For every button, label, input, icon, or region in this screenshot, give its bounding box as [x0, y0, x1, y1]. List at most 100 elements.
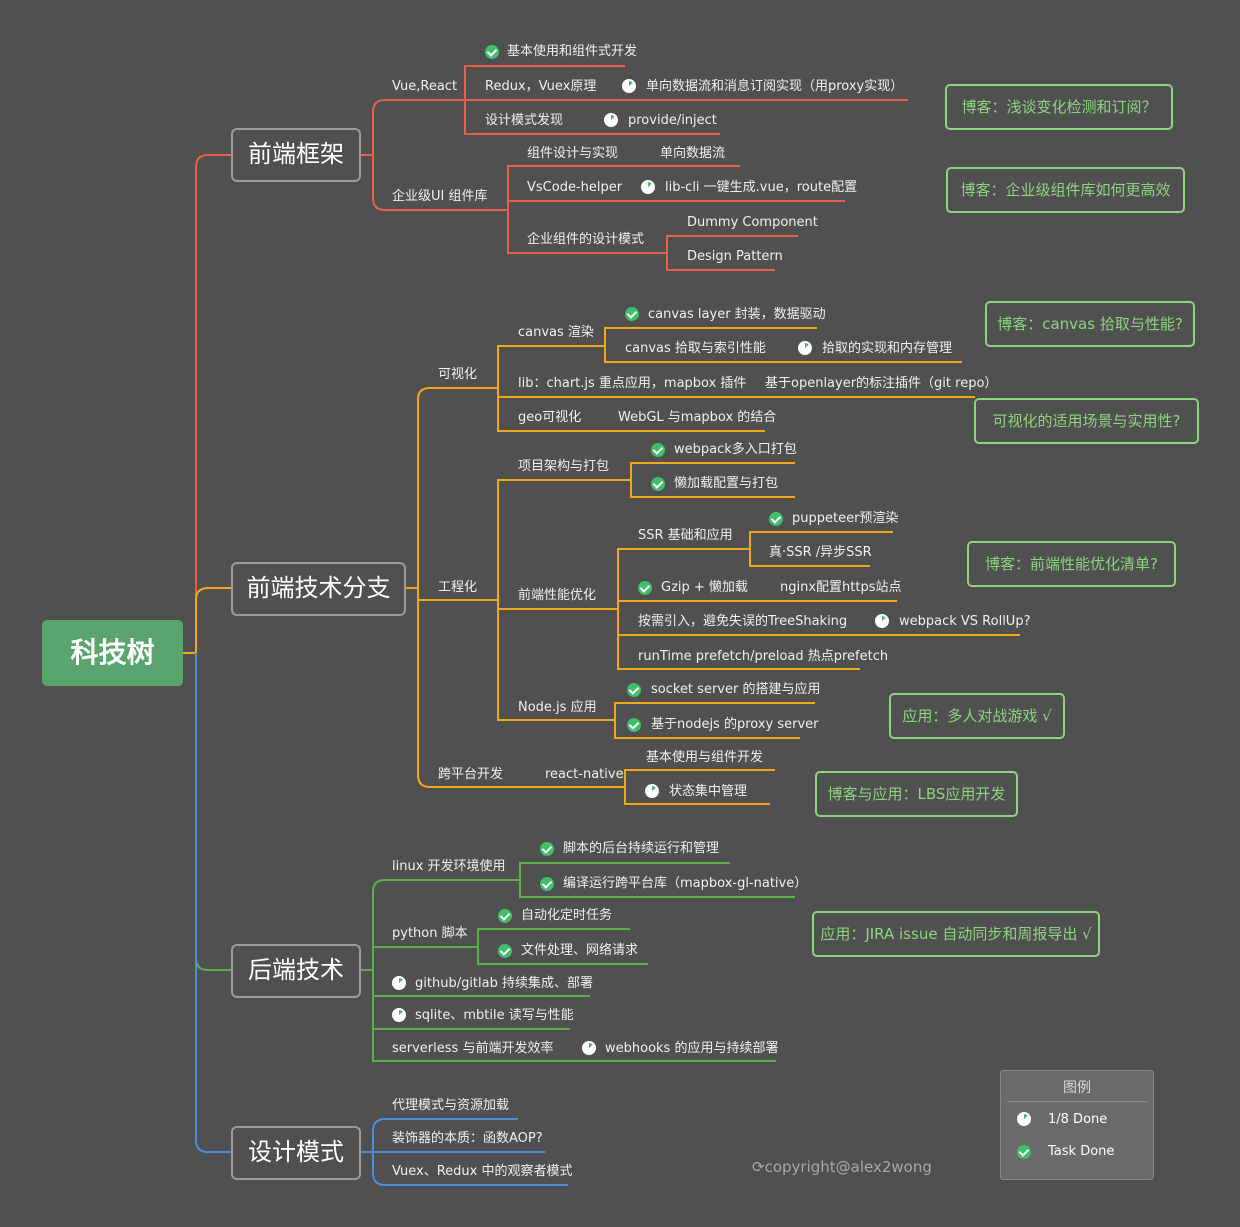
- node-component-design[interactable]: 组件设计与实现: [527, 146, 619, 161]
- node-unidirectional-proxy[interactable]: 单向数据流和消息订阅实现（用proxy实现）: [646, 79, 904, 94]
- node-enterprise-ui[interactable]: 企业级UI 组件库: [392, 189, 488, 204]
- node-serverless[interactable]: serverless 与前端开发效率: [392, 1041, 554, 1056]
- task-done-icon: [485, 45, 499, 59]
- task-done-icon: [638, 581, 652, 595]
- node-design-pattern[interactable]: Design Pattern: [687, 249, 783, 264]
- node-decorator[interactable]: 装饰器的本质：函数AOP?: [392, 1131, 543, 1146]
- root-node[interactable]: 科技树: [42, 620, 183, 686]
- task-done-icon: [540, 842, 554, 856]
- note-blog-change-detect[interactable]: 博客：浅谈变化检测和订阅？: [945, 84, 1173, 130]
- task-done-icon: [1017, 1145, 1031, 1159]
- task-done-icon: [498, 944, 512, 958]
- node-ssr-async[interactable]: 真·SSR /异步SSR: [769, 545, 872, 560]
- node-socket-server[interactable]: socket server 的搭建与应用: [651, 682, 821, 697]
- node-ssr-basic[interactable]: SSR 基础和应用: [638, 528, 733, 543]
- legend-done-label: Task Done: [1048, 1144, 1115, 1159]
- note-app-game[interactable]: 应用：多人对战游戏 √: [889, 693, 1065, 739]
- partial-done-icon: [641, 180, 655, 194]
- node-observer[interactable]: Vuex、Redux 中的观察者模式: [392, 1164, 573, 1179]
- node-tree-shaking[interactable]: 按需引入，避免失误的TreeShaking: [638, 614, 848, 629]
- node-vscode-helper[interactable]: VsCode-helper: [527, 180, 623, 195]
- node-file-network[interactable]: 文件处理、网络请求: [521, 943, 639, 958]
- node-vue-react[interactable]: Vue,React: [392, 79, 458, 94]
- legend-divider: [1007, 1101, 1147, 1102]
- refresh-icon: ⟳: [752, 1158, 765, 1176]
- task-done-icon: [627, 718, 641, 732]
- node-pattern-discovery[interactable]: 设计模式发现: [485, 113, 564, 128]
- partial-done-icon: [875, 614, 889, 628]
- partial-done-icon: [798, 341, 812, 355]
- node-linux-env[interactable]: linux 开发环境使用: [392, 859, 506, 874]
- node-one-way-flow[interactable]: 单向数据流: [660, 146, 726, 161]
- node-basic-component[interactable]: 基本使用和组件式开发: [507, 44, 638, 59]
- task-done-icon: [498, 909, 512, 923]
- node-pick-memory[interactable]: 拾取的实现和内存管理: [822, 341, 953, 356]
- node-visualization[interactable]: 可视化: [438, 367, 478, 382]
- partial-done-icon: [392, 976, 406, 990]
- node-python-script[interactable]: python 脚本: [392, 926, 468, 941]
- node-ci-cd[interactable]: github/gitlab 持续集成、部署: [415, 976, 593, 991]
- node-project-build[interactable]: 项目架构与打包: [518, 459, 610, 474]
- node-perf-opt[interactable]: 前端性能优化: [518, 588, 597, 603]
- topic-design-patterns[interactable]: 设计模式: [231, 1126, 361, 1180]
- node-webgl-mapbox[interactable]: WebGL 与mapbox 的结合: [618, 410, 777, 425]
- task-done-icon: [627, 683, 641, 697]
- node-canvas-pick[interactable]: canvas 拾取与索引性能: [625, 341, 766, 356]
- node-redux-vuex[interactable]: Redux，Vuex原理: [485, 79, 597, 94]
- node-dummy-component[interactable]: Dummy Component: [687, 215, 818, 230]
- partial-done-icon: [645, 784, 659, 798]
- note-blog-component-lib[interactable]: 博客：企业级组件库如何更高效: [946, 167, 1185, 213]
- node-proxy-pattern[interactable]: 代理模式与资源加载: [392, 1098, 510, 1113]
- node-webpack-rollup[interactable]: webpack VS RollUp?: [899, 614, 1031, 629]
- node-script-daemon[interactable]: 脚本的后台持续运行和管理: [563, 841, 720, 856]
- node-rn-basic[interactable]: 基本使用与组件开发: [646, 750, 764, 765]
- partial-done-icon: [622, 79, 636, 93]
- node-puppeteer[interactable]: puppeteer预渲染: [792, 511, 899, 526]
- node-canvas-layer[interactable]: canvas layer 封装，数据驱动: [648, 307, 826, 322]
- partial-done-icon: [392, 1008, 406, 1022]
- node-compile-cross[interactable]: 编译运行跨平台库（mapbox-gl-native）: [563, 876, 808, 891]
- task-done-icon: [651, 477, 665, 491]
- topic-frontend-framework[interactable]: 前端框架: [231, 128, 361, 182]
- task-done-icon: [625, 307, 639, 321]
- node-nginx-https[interactable]: nginx配置https站点: [780, 580, 902, 595]
- node-engineering[interactable]: 工程化: [438, 580, 478, 595]
- note-blog-lbs[interactable]: 博客与应用：LBS应用开发: [815, 771, 1018, 817]
- task-done-icon: [769, 512, 783, 526]
- node-enterprise-patterns[interactable]: 企业组件的设计模式: [527, 232, 645, 247]
- task-done-icon: [651, 443, 665, 457]
- node-prefetch[interactable]: runTime prefetch/preload 热点prefetch: [638, 649, 889, 664]
- node-webpack-multi[interactable]: webpack多入口打包: [674, 442, 797, 457]
- partial-done-icon: [1017, 1112, 1031, 1126]
- partial-done-icon: [582, 1041, 596, 1055]
- node-state-mgmt[interactable]: 状态集中管理: [669, 784, 748, 799]
- node-nodejs-app[interactable]: Node.js 应用: [518, 700, 597, 715]
- note-app-jira[interactable]: 应用：JIRA issue 自动同步和周报导出 √: [812, 911, 1100, 957]
- copyright-label: copyright@alex2wong: [764, 1158, 932, 1176]
- partial-done-icon: [604, 113, 618, 127]
- node-lazy-load[interactable]: 懒加载配置与打包: [674, 476, 779, 491]
- node-sqlite[interactable]: sqlite、mbtile 读写与性能: [415, 1008, 574, 1023]
- topic-backend[interactable]: 后端技术: [231, 944, 361, 998]
- node-openlayer[interactable]: 基于openlayer的标注插件（git repo）: [765, 376, 998, 391]
- legend-title: 图例: [1063, 1080, 1091, 1096]
- note-blog-perf-list[interactable]: 博客：前端性能优化清单?: [967, 541, 1176, 587]
- node-provide-inject[interactable]: provide/inject: [628, 113, 717, 128]
- node-cross-platform[interactable]: 跨平台开发: [438, 767, 504, 782]
- note-vis-scenarios[interactable]: 可视化的适用场景与实用性?: [974, 398, 1199, 444]
- legend-partial-label: 1/8 Done: [1048, 1112, 1108, 1127]
- topic-frontend-branches[interactable]: 前端技术分支: [231, 562, 406, 616]
- node-lib-cli[interactable]: lib-cli 一键生成.vue，route配置: [665, 180, 858, 195]
- node-canvas-render[interactable]: canvas 渲染: [518, 325, 594, 340]
- legend-box: 图例 1/8 Done Task Done: [1000, 1070, 1154, 1180]
- task-done-icon: [540, 877, 554, 891]
- node-geo-vis[interactable]: geo可视化: [518, 410, 582, 425]
- node-lib-chartjs[interactable]: lib：chart.js 重点应用，mapbox 插件: [518, 376, 747, 391]
- node-gzip[interactable]: Gzip + 懒加载: [661, 580, 748, 595]
- node-auto-task[interactable]: 自动化定时任务: [521, 908, 613, 923]
- node-react-native[interactable]: react-native: [545, 767, 624, 782]
- note-blog-canvas-pick[interactable]: 博客：canvas 拾取与性能?: [985, 301, 1195, 347]
- node-webhooks[interactable]: webhooks 的应用与持续部署: [605, 1041, 779, 1056]
- node-node-proxy[interactable]: 基于nodejs 的proxy server: [651, 717, 819, 732]
